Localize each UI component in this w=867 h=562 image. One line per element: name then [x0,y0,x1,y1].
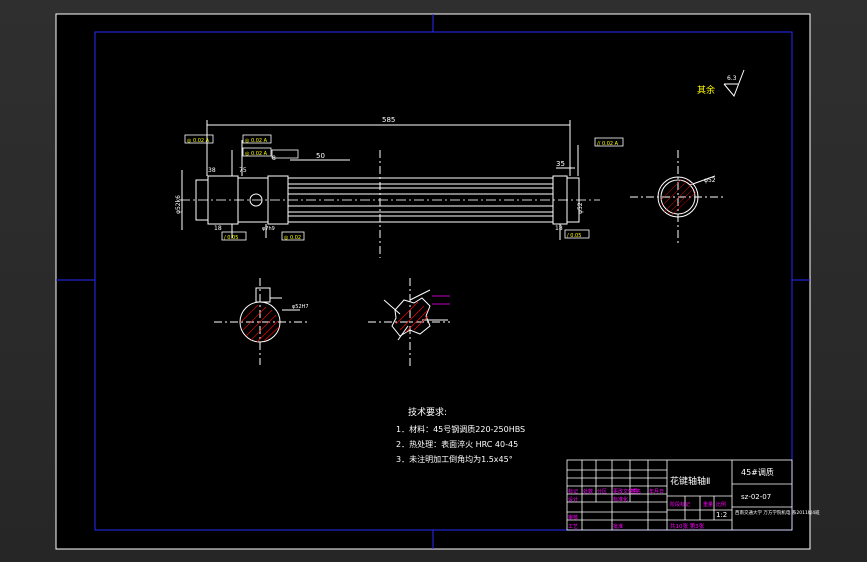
tb-row-label-6: 年月日 [649,488,664,495]
dim-overall-length: 585 [382,116,395,124]
section-a-hatch [240,304,280,343]
cross-section-right [630,150,726,244]
tb-row-label-2: 处数 [583,488,593,495]
dim-spline-length: 50 [316,152,325,160]
roughness-note: 其余 6.3 [697,69,745,97]
dim-end-length: 35 [556,160,565,168]
tb-review-label: 审核 [568,514,578,521]
gdt-frame-5: / 0.05 [224,235,238,241]
title-stage-label: 阶段标记 [670,501,690,508]
title-material: 45#调质 [741,467,774,477]
section-b [368,278,450,366]
shaft-main-view [180,120,600,258]
title-weight-label: 重量 [703,501,713,508]
tech-req-item-1: 1．材料：45号钢调质220-250HBS [396,424,525,434]
gdt-frame-7: ◎ 0.02 [284,235,301,241]
center-marks [56,14,810,549]
tech-req-item-3: 3．未注明加工倒角均为1.5x45° [396,454,513,464]
dim-diameter-right: φ52 [704,177,716,184]
title-scale-label: 比例 [716,501,726,508]
label-18a: 18 [214,225,222,232]
cross-section-hatch [660,178,697,216]
section-b-hatch [395,301,429,333]
label-18b: 18 [555,225,563,232]
roughness-value: 6.3 [727,75,737,82]
dim-diameter-left: φ52k6 [175,195,182,214]
tb-row-label-3: 分区 [597,488,607,495]
tb-row-label-4: 更改文件号 [613,488,638,495]
gdt-frame-2: ◎ 0.02 A [245,138,268,144]
title-block-labels: 标记 处数 分区 更改文件号 签名 年月日 设计 标准化 审核 工艺 批准 [568,488,664,530]
section-dim-label: φ52H7 [292,304,309,310]
gdt-frame-4: // 0.02 A [597,141,619,147]
dim-shoulder-step: 75 [239,167,247,174]
title-block: 花键轴轴Ⅱ 45#调质 sz-02-07 1:2 共10张 第3张 西南交通大学… [670,467,820,530]
section-b-markers [432,295,450,305]
title-sheet-info: 共10张 第3张 [670,522,705,530]
title-part-name: 花键轴轴Ⅱ [670,475,710,487]
tech-req-item-2: 2．热处理：表面淬火 HRC 40-45 [396,439,518,449]
roughness-other-label: 其余 [697,84,715,96]
title-block-grid [566,459,793,531]
gdt-frame-1: ◎ 0.02 A [187,138,210,144]
tb-row-label-1: 标记 [568,488,578,495]
title-drawing-no: sz-02-07 [741,493,771,501]
tech-req-heading: 技术要求: [408,406,447,418]
tb-row-label-5: 签名 [631,488,641,495]
sheet-inner-border [94,31,793,531]
gdt-frame-6: / 0.05 [567,233,581,239]
title-scale-value: 1:2 [716,511,727,519]
technical-requirements: 技术要求: 1．材料：45号钢调质220-250HBS 2．热处理：表面淬火 H… [396,406,525,464]
dim-diameter-right-main: φ52 [577,202,584,214]
gdt-frame-3: ◎ 0.02 A [245,151,268,157]
dim-shoulder-left: 38 [208,167,216,174]
tb-standard-label: 标准化 [613,496,628,503]
tb-approve-label: 批准 [613,523,623,530]
gdt-frames [184,134,624,241]
tb-process-label: 工艺 [568,524,578,530]
label-8: 8 [272,155,276,162]
title-school: 西南交通大学 万方学院机电 系2011级4班 [735,509,820,516]
keyway-ref: φ7h9 [262,226,275,232]
section-a [214,278,310,365]
tb-designer-label: 设计 [568,496,578,503]
